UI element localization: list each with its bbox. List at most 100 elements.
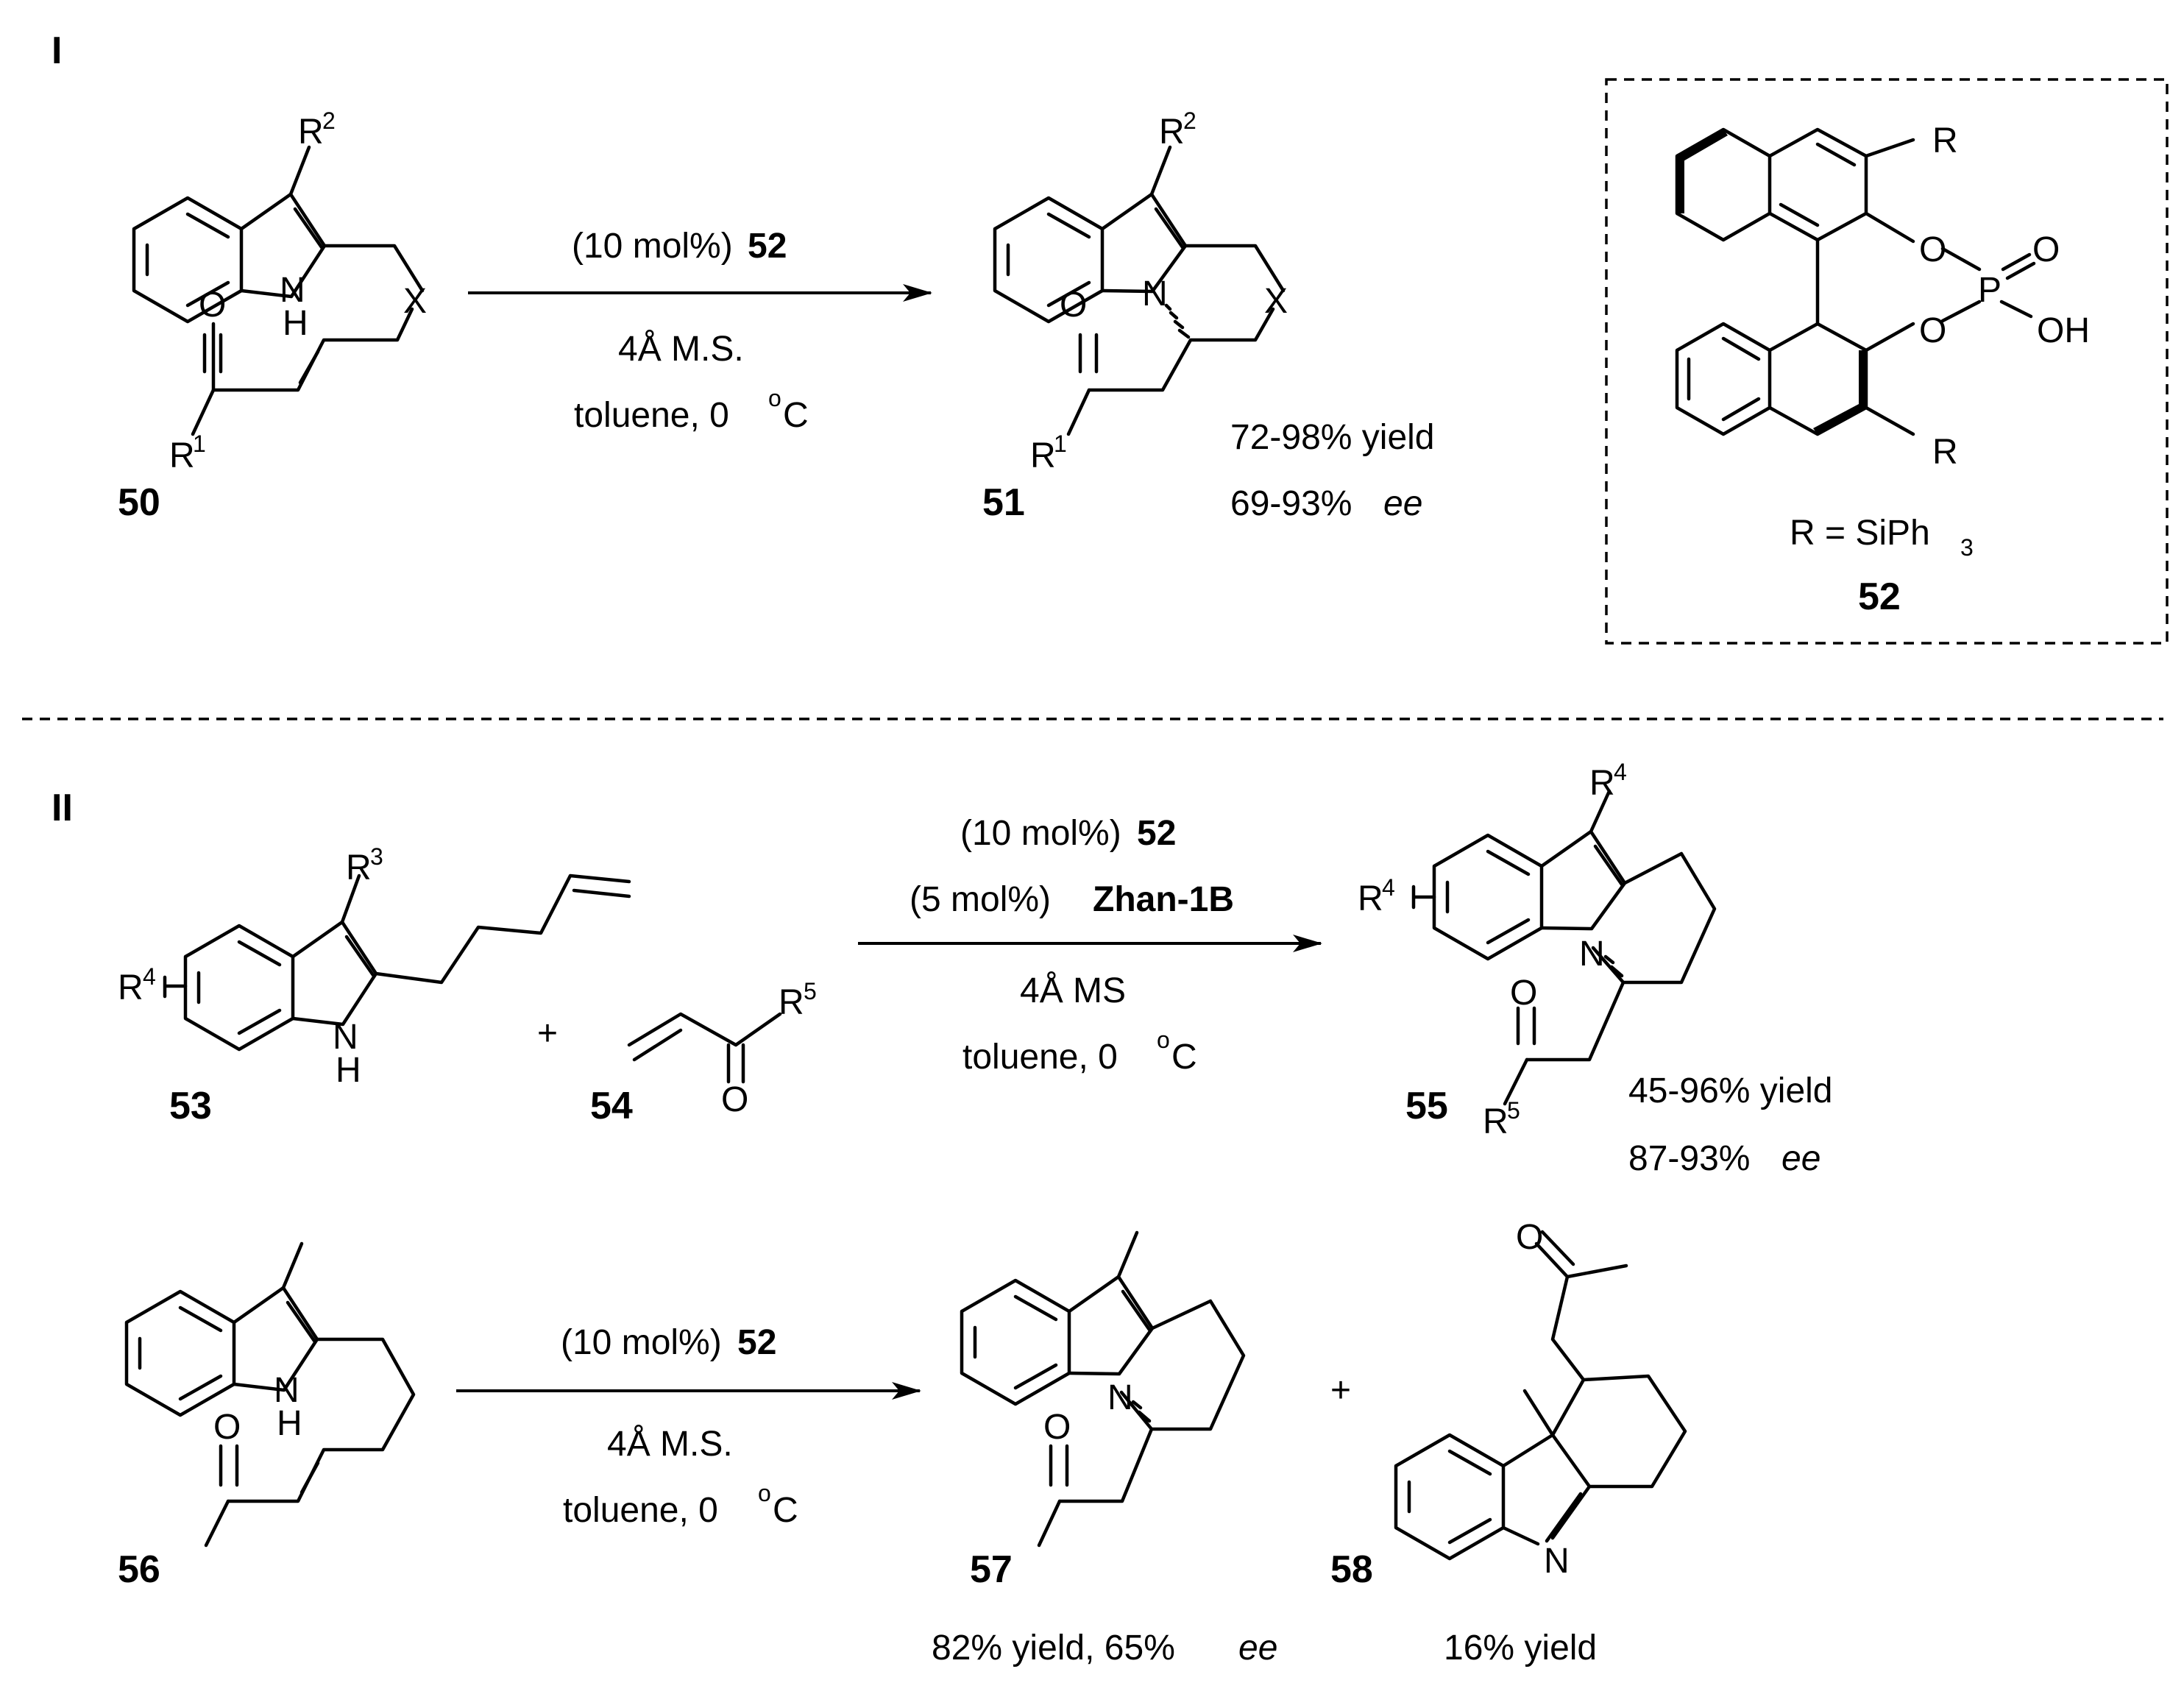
r50-sup-2: 2 [322, 107, 336, 134]
cat-definition-sub: 3 [1960, 534, 1974, 561]
r50-label-H: H [283, 304, 308, 343]
p51-yield: 72-98% yield [1230, 418, 1435, 457]
p55-ee-unit: ee [1781, 1139, 1820, 1178]
p51-sup-2: 2 [1183, 107, 1196, 134]
cat-label-O1: O [1919, 230, 1946, 269]
catalyst-52-box [1605, 78, 2169, 645]
p51-label-R1: R [1030, 436, 1056, 475]
cat-definition: R = SiPh [1790, 514, 1930, 553]
r50-label-X: X [403, 282, 427, 321]
compound-57-id: 57 [970, 1548, 1013, 1591]
compound-58-id: 58 [1330, 1548, 1373, 1591]
p51-label-R: R [1159, 113, 1185, 152]
r53-sup-3: 3 [370, 843, 383, 870]
compound-53-structure [163, 873, 631, 1052]
compound-56-structure [124, 1241, 416, 1548]
cat-label-P: P [1978, 271, 2002, 310]
p55-label-O: O [1510, 974, 1537, 1013]
rx3-cat-id: 52 [737, 1323, 776, 1362]
p51-ee-unit: ee [1383, 484, 1422, 523]
section-label-2: II [52, 787, 73, 829]
cat-label-R-bottom: R [1932, 433, 1958, 472]
p57-result: 82% yield, 65% [932, 1629, 1175, 1668]
rx2-unit: C [1171, 1038, 1197, 1077]
rx1-unit: C [783, 396, 809, 435]
r53-sup-4: 4 [143, 963, 156, 990]
r56-label-N: N [274, 1371, 299, 1410]
section-label-1: I [52, 29, 62, 72]
p55-label-R-ring: R [1358, 879, 1383, 918]
p57-label-O: O [1043, 1408, 1071, 1447]
rx2-cat-id: 52 [1137, 814, 1176, 853]
p51-sup-1: 1 [1054, 430, 1067, 457]
p57-label-N: N [1107, 1378, 1133, 1417]
p55-sup-ring: 4 [1382, 874, 1395, 901]
r54-label-R: R [779, 983, 804, 1022]
r50-label-R1: R [169, 436, 195, 475]
p58-label-O: O [1516, 1218, 1543, 1257]
compound-50-structure [132, 145, 425, 436]
rx1-solvent: toluene, 0 [574, 396, 729, 435]
rx3-solvent: toluene, 0 [563, 1491, 718, 1530]
catalyst-52-structure [1675, 127, 2036, 436]
compound-55-id: 55 [1405, 1085, 1448, 1127]
rx2-cat2-amount: (5 mol%) [910, 880, 1051, 919]
compound-54-id: 54 [590, 1085, 633, 1127]
rx2-cat2-id: Zhan-1B [1093, 880, 1234, 919]
r53-label-R: R [346, 848, 372, 887]
compound-51-id: 51 [982, 481, 1025, 524]
rx2-cat-amount: (10 mol%) [960, 814, 1121, 853]
rx2-plus: + [537, 1014, 558, 1053]
r50-label-N: N [280, 271, 305, 310]
r53-label-H: H [336, 1051, 361, 1090]
compound-54-structure [627, 1012, 782, 1084]
rx1-cat-id: 52 [748, 227, 787, 266]
p55-yield: 45-96% yield [1628, 1071, 1833, 1110]
rx3-plus: + [1330, 1371, 1351, 1410]
p58-result: 16% yield [1444, 1629, 1597, 1668]
p55-sup-5: 5 [1507, 1097, 1520, 1124]
r56-label-H: H [277, 1404, 302, 1443]
r53-label-R4: R [118, 968, 143, 1007]
p55-label-R-top: R [1589, 764, 1615, 803]
p51-label-O: O [1060, 286, 1087, 325]
rx3-additive: 4Å M.S. [607, 1425, 733, 1464]
rx3-unit: C [773, 1491, 798, 1530]
p55-sup-top: 4 [1614, 759, 1627, 785]
rx2-solvent: toluene, 0 [962, 1038, 1118, 1077]
compound-51-structure [993, 145, 1286, 436]
compound-53-id: 53 [169, 1085, 212, 1127]
rx1-cat-amount: (10 mol%) [572, 227, 733, 266]
cat-label-O2: O [1919, 311, 1946, 350]
catalyst-52-id: 52 [1858, 575, 1901, 618]
rx1-additive: 4Å M.S. [618, 330, 744, 369]
r53-label-N: N [333, 1018, 358, 1057]
p51-ee-value: 69-93% [1230, 484, 1352, 523]
rx1-degree: o [768, 385, 781, 411]
p51-label-X: X [1264, 282, 1288, 321]
rx3-degree: o [758, 1480, 771, 1506]
cat-label-OH: OH [2037, 311, 2090, 350]
compound-55-structure [1411, 789, 1717, 1106]
p55-label-N: N [1579, 935, 1605, 974]
r50-sup-1: 1 [193, 430, 206, 457]
p58-label-N: N [1544, 1542, 1570, 1581]
compound-56-id: 56 [118, 1548, 160, 1591]
rx2-additive: 4Å MS [1020, 971, 1126, 1010]
p55-label-R5: R [1483, 1102, 1508, 1141]
r50-label-R: R [298, 113, 324, 152]
p57-ee-unit: ee [1238, 1629, 1277, 1668]
cat-label-R-top: R [1932, 121, 1958, 160]
r54-sup-5: 5 [804, 978, 817, 1004]
r56-label-O: O [213, 1408, 241, 1447]
compound-57-structure [960, 1230, 1246, 1548]
cat-label-O-double: O [2032, 230, 2060, 269]
p51-label-N: N [1142, 274, 1168, 313]
p55-ee-value: 87-93% [1628, 1139, 1750, 1178]
compound-58-structure [1394, 1230, 1687, 1561]
rx3-cat-amount: (10 mol%) [561, 1323, 722, 1362]
compound-50-id: 50 [118, 481, 160, 524]
rx2-degree: o [1157, 1027, 1170, 1053]
r54-label-O: O [721, 1080, 748, 1119]
